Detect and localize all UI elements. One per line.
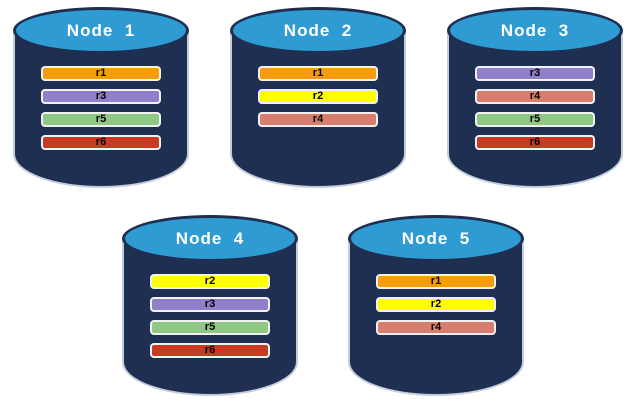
replica-bar-r4: r4: [475, 89, 595, 104]
replica-bar-r6: r6: [475, 135, 595, 150]
replica-bar-r4: r4: [376, 320, 496, 335]
replica-bar-r3: r3: [475, 66, 595, 81]
node-label: Node 4: [175, 228, 245, 248]
database-node-5: Node 5 r1 r2 r4: [347, 215, 525, 398]
replica-bar-r5: r5: [41, 112, 161, 127]
replica-bar-r5: r5: [475, 112, 595, 127]
replica-bar-r5: r5: [150, 320, 270, 335]
replica-list: r1 r2 r4: [347, 274, 525, 335]
replica-bar-r6: r6: [150, 343, 270, 358]
database-cylinder-body: [348, 239, 524, 396]
replica-bar-r6: r6: [41, 135, 161, 150]
database-cylinder-body: [230, 31, 406, 188]
database-cylinder-top: Node 2: [230, 7, 406, 54]
replica-bar-r1: r1: [376, 274, 496, 289]
database-node-1: Node 1 r1 r3 r5 r6: [12, 7, 190, 190]
replica-bar-r4: r4: [258, 112, 378, 127]
database-cylinder-top: Node 4: [122, 215, 298, 262]
replica-bar-r3: r3: [150, 297, 270, 312]
replica-bar-r2: r2: [258, 89, 378, 104]
replica-list: r1 r3 r5 r6: [12, 66, 190, 150]
replica-bar-r2: r2: [376, 297, 496, 312]
database-node-3: Node 3 r3 r4 r5 r6: [446, 7, 624, 190]
replica-list: r2 r3 r5 r6: [121, 274, 299, 358]
replica-bar-r2: r2: [150, 274, 270, 289]
node-label: Node 1: [66, 20, 136, 40]
database-cylinder-top: Node 5: [348, 215, 524, 262]
database-cylinder-top: Node 3: [447, 7, 623, 54]
database-cylinder-top: Node 1: [13, 7, 189, 54]
database-cylinder-body: [447, 31, 623, 188]
replica-bar-r1: r1: [41, 66, 161, 81]
replica-list: r3 r4 r5 r6: [446, 66, 624, 150]
database-cylinder-body: [122, 239, 298, 396]
replica-bar-r1: r1: [258, 66, 378, 81]
database-node-4: Node 4 r2 r3 r5 r6: [121, 215, 299, 398]
database-node-2: Node 2 r1 r2 r4: [229, 7, 407, 190]
replica-list: r1 r2 r4: [229, 66, 407, 127]
replica-bar-r3: r3: [41, 89, 161, 104]
node-label: Node 2: [283, 20, 353, 40]
node-label: Node 5: [401, 228, 471, 248]
node-label: Node 3: [500, 20, 570, 40]
database-cylinder-body: [13, 31, 189, 188]
